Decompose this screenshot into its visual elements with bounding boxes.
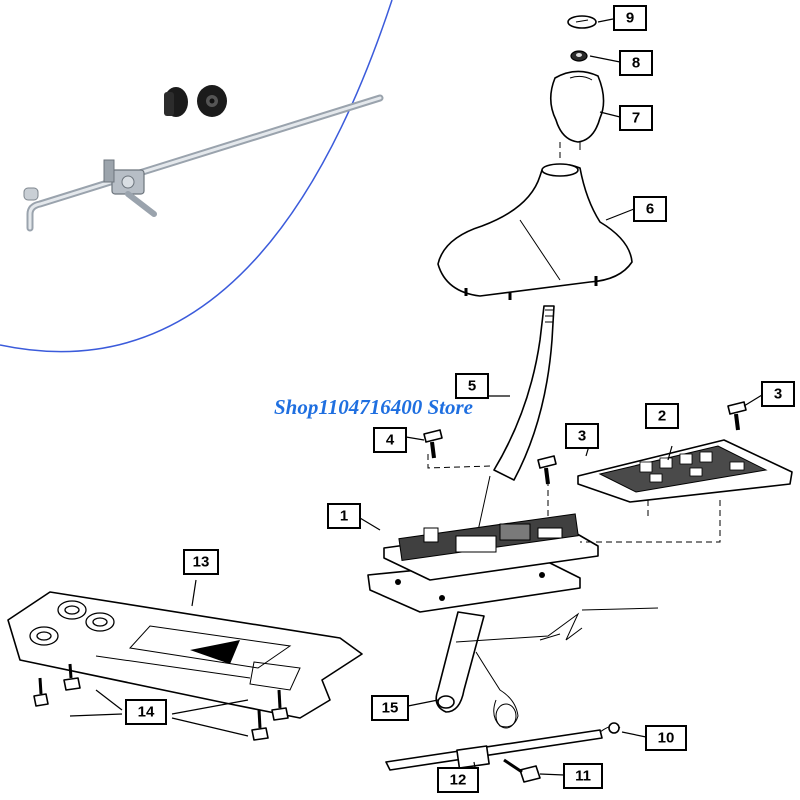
svg-text:4: 4 (386, 432, 395, 449)
part-6-shift-boot (437, 163, 633, 300)
svg-text:10: 10 (658, 730, 675, 747)
callout-1: 1 (327, 503, 361, 529)
svg-text:13: 13 (193, 554, 210, 571)
callout-2: 2 (645, 403, 679, 429)
rubber-bushings-photo (164, 85, 227, 117)
rod-clamp-photo (103, 159, 157, 217)
callout-11: 11 (563, 763, 603, 789)
inset-photo (0, 0, 393, 353)
callout-13: 13 (183, 549, 219, 575)
svg-text:2: 2 (658, 408, 666, 425)
callout-8: 8 (619, 50, 653, 76)
part-3-screw-lower (537, 455, 557, 485)
callout-4: 4 (373, 427, 407, 453)
svg-text:1: 1 (340, 508, 348, 525)
callout-15: 15 (371, 695, 409, 721)
svg-text:7: 7 (632, 110, 640, 127)
callout-12: 12 (437, 767, 479, 793)
svg-text:12: 12 (450, 772, 467, 789)
leader-lines (69, 18, 763, 776)
part-9-cap (567, 15, 597, 29)
part-1-shifter-housing (367, 513, 599, 613)
callout-6: 6 (633, 196, 667, 222)
svg-text:15: 15 (382, 700, 399, 717)
callout-5: 5 (455, 373, 489, 399)
svg-text:6: 6 (646, 201, 654, 218)
callout-14: 14 (125, 699, 167, 725)
part-13-mounting-plate (7, 591, 363, 719)
part-10-rod-end (599, 722, 621, 734)
part-11-bolt (503, 758, 541, 783)
svg-text:14: 14 (138, 704, 155, 721)
part-3-screw-upper (727, 401, 747, 431)
part-7-shift-knob (549, 70, 605, 150)
housing-detail (423, 523, 563, 553)
part-2-bezel-plate (577, 439, 793, 503)
svg-text:3: 3 (774, 386, 782, 403)
part-15-lower-lever (435, 611, 519, 729)
svg-text:3: 3 (578, 428, 586, 445)
linkage-rod-photo (23, 94, 384, 232)
svg-text:8: 8 (632, 55, 640, 72)
part-8-nut (570, 50, 588, 62)
part-5-shift-lever (475, 305, 555, 541)
part-14-bolts (33, 663, 289, 741)
svg-text:9: 9 (626, 10, 634, 27)
store-watermark: Shop1104716400 Store (274, 395, 473, 419)
svg-text:11: 11 (575, 768, 591, 785)
callout-10: 10 (645, 725, 687, 751)
part-4-screw (423, 429, 443, 459)
part-12-rod-clamp (385, 729, 603, 771)
inset-outline (0, 0, 393, 353)
svg-text:5: 5 (468, 378, 476, 395)
callout-3-upper: 3 (761, 381, 795, 407)
callout-9: 9 (613, 5, 647, 31)
callout-3-lower: 3 (565, 423, 599, 449)
callout-7: 7 (619, 105, 653, 131)
